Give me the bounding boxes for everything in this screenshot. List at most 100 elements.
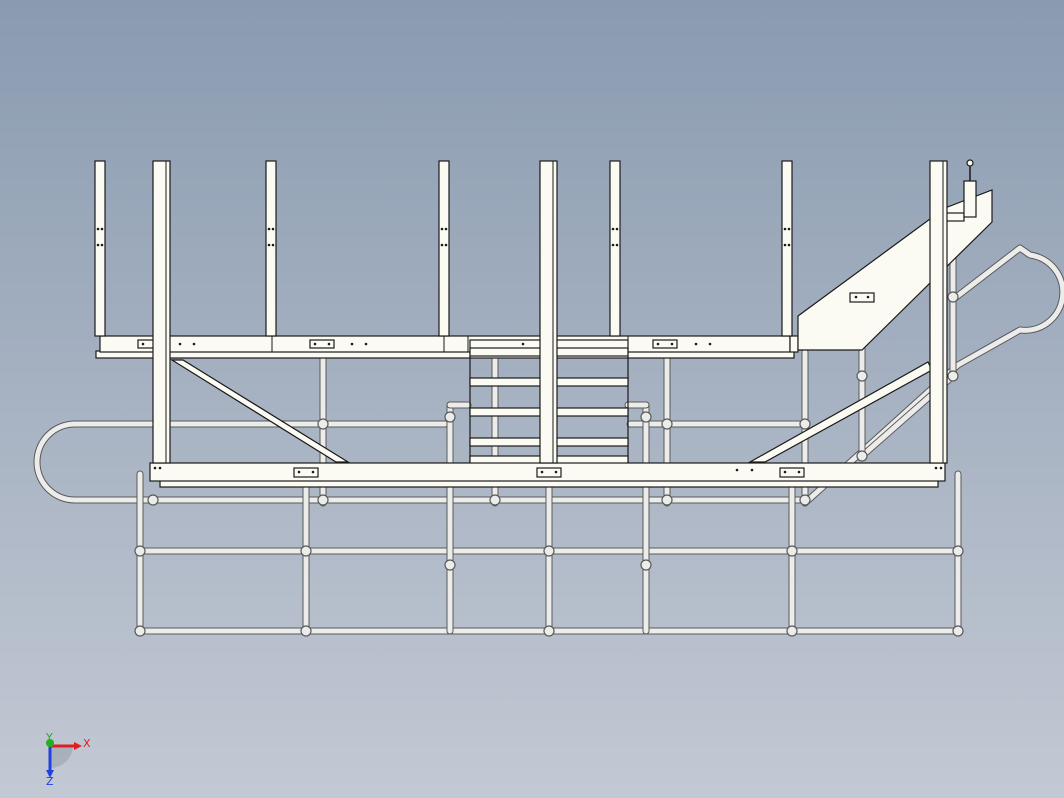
rail-clamp-1 (489, 494, 501, 506)
top-mount-block (963, 180, 977, 218)
rail-clamp-20 (856, 370, 868, 382)
rail-clamp-24 (444, 411, 456, 423)
orientation-triad[interactable]: X Y Z (45, 731, 91, 788)
post-hole (611, 227, 615, 231)
upper-deck-hole-0 (178, 342, 182, 346)
rail-clamp-17 (952, 625, 964, 637)
y-axis-label: Y (45, 731, 53, 744)
post-hole (100, 243, 104, 247)
main-beam-hole-0 (735, 468, 739, 472)
rail-clamp-11 (543, 625, 555, 637)
post-hole (787, 227, 791, 231)
main-beam-hole-5 (939, 466, 943, 470)
post-hole (440, 243, 444, 247)
bracket-bolt (540, 470, 544, 474)
rail-clamp-9 (300, 625, 312, 637)
rail-clamp-19 (640, 559, 652, 571)
bracket-bolt (656, 342, 660, 346)
rail-clamp-10 (543, 545, 555, 557)
main-column-1 (539, 160, 558, 464)
post-hole (611, 243, 615, 247)
rail-clamp-25 (640, 411, 652, 423)
upper-deck-bracket-1 (309, 339, 335, 349)
bracket-bolt (783, 470, 787, 474)
bracket-bolt (554, 470, 558, 474)
bracket-bolt (297, 470, 301, 474)
rail-clamp-15 (952, 545, 964, 557)
post-hole (440, 227, 444, 231)
upright-post-3 (609, 160, 621, 337)
main-beam-hole-3 (158, 466, 162, 470)
bracket-bolt (854, 295, 858, 299)
main-beam-bracket-0 (293, 467, 319, 478)
upright-post-1 (265, 160, 277, 337)
bracket-bolt (327, 342, 331, 346)
post-hole (267, 227, 271, 231)
upright-post-0 (94, 160, 106, 337)
bracket-bolt (141, 342, 145, 346)
post-hole (787, 243, 791, 247)
guard-rail-assembly[interactable] (33, 216, 1064, 637)
upper-deck-hole-4 (521, 342, 525, 346)
rail-clamp-6 (799, 418, 811, 430)
x-axis-arrowhead (74, 742, 82, 750)
rail-clamp-13 (786, 625, 798, 637)
rail-clamp-14 (134, 545, 146, 557)
upper-deck-hole-1 (192, 342, 196, 346)
upper-deck-hole-5 (694, 342, 698, 346)
post-hole (267, 243, 271, 247)
upper-deck-hole-6 (708, 342, 712, 346)
stair-handrail-outer (802, 245, 1064, 506)
post-hole (96, 243, 100, 247)
z-axis-label: Z (46, 775, 54, 788)
post-hole (615, 227, 619, 231)
rail-clamp-21 (856, 450, 868, 462)
main-beam-hole-4 (934, 466, 938, 470)
rail-clamp-22 (947, 291, 959, 303)
main-beam-bracket-1 (536, 467, 562, 478)
post-hole (444, 227, 448, 231)
rail-clamp-18 (444, 559, 456, 571)
post-hole (96, 227, 100, 231)
rail-clamp-5 (147, 494, 159, 506)
post-hole (100, 227, 104, 231)
stringer-bracket (849, 292, 875, 303)
rail-clamp-2 (661, 418, 673, 430)
z-axis-arrowhead (46, 770, 54, 778)
upper-deck-hole-2 (350, 342, 354, 346)
bracket-bolt (797, 470, 801, 474)
post-hole (271, 243, 275, 247)
platform-structure[interactable] (94, 159, 993, 488)
post-hole (783, 227, 787, 231)
upper-deck-hole-3 (364, 342, 368, 346)
rail-clamp-3 (661, 494, 673, 506)
bracket-bolt (313, 342, 317, 346)
rail-clamp-8 (300, 545, 312, 557)
main-beam-hole-2 (153, 466, 157, 470)
post-hole (444, 243, 448, 247)
rail-clamp-0 (317, 418, 329, 430)
upright-post-4 (781, 160, 793, 337)
x-axis-label: X (83, 737, 91, 750)
post-hole (271, 227, 275, 231)
rail-clamp-23 (947, 370, 959, 382)
left-loop-rail (34, 421, 808, 503)
triad-plane-shade (50, 745, 73, 768)
bracket-bolt (866, 295, 870, 299)
main-beam-hole-1 (750, 468, 754, 472)
rail-clamp-4 (317, 494, 329, 506)
upper-deck-bracket-2 (652, 339, 678, 349)
main-column-0 (152, 160, 171, 464)
post-hole (615, 243, 619, 247)
left-diagonal-brace (169, 359, 351, 463)
post-hole (783, 243, 787, 247)
upper-deck-end-cap (789, 335, 799, 353)
rail-clamp-16 (134, 625, 146, 637)
main-beam-bracket-2 (779, 467, 805, 478)
rail-clamp-12 (786, 545, 798, 557)
bracket-bolt (311, 470, 315, 474)
y-axis-dot (46, 739, 54, 747)
